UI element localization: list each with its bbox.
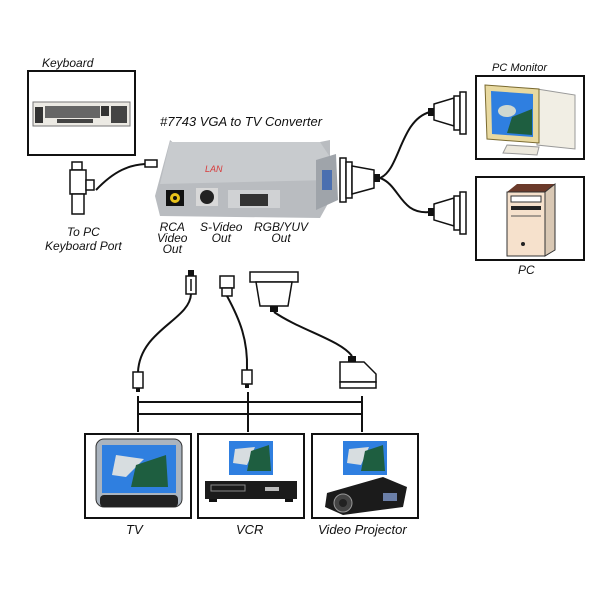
pc-tower-icon xyxy=(506,182,556,257)
pc-monitor-box xyxy=(475,75,585,160)
tv-icon xyxy=(95,438,183,508)
svideo-label-line1: S-Video xyxy=(200,220,243,234)
rgb-label-line2: Out xyxy=(271,231,291,245)
tv-label: TV xyxy=(126,522,143,537)
vga-to-tv-converter: LAN xyxy=(155,140,338,218)
svideo-out-label: S-Video Out xyxy=(200,220,243,245)
svideo-label-line2: Out xyxy=(211,231,231,245)
vcr-label: VCR xyxy=(236,522,264,537)
vga-input-connector xyxy=(339,157,380,203)
tv-box xyxy=(84,433,192,519)
keyboard-label: Keyboard xyxy=(42,56,94,70)
output-bus xyxy=(137,392,363,432)
converter-logo: LAN xyxy=(205,164,223,174)
keyboard-cable xyxy=(95,163,146,191)
svideo-cable xyxy=(219,275,253,388)
rgb-label-line1: RGB/YUV xyxy=(254,220,309,234)
pc-vga-connector xyxy=(428,191,467,235)
monitor-cable xyxy=(379,111,431,179)
rca-out-label: RCA Video Out xyxy=(157,220,188,256)
keyboard-icon xyxy=(32,101,131,127)
projector-icon xyxy=(325,441,407,515)
rca-label-line1: RCA xyxy=(159,220,185,234)
rca-cable xyxy=(132,270,197,392)
projector-label: Video Projector xyxy=(318,522,407,537)
rgb-out-label: RGB/YUV Out xyxy=(254,220,309,245)
pc-monitor-label: PC Monitor xyxy=(492,62,548,74)
keyboard-port-label-line1: To PC xyxy=(66,225,100,239)
rca-label-line3: Out xyxy=(162,242,182,256)
vcr-icon xyxy=(205,441,297,502)
projector-box xyxy=(311,433,419,519)
pc-monitor-icon xyxy=(484,84,576,156)
pc-label: PC xyxy=(518,263,535,277)
keyboard-port-label-line2: Keyboard Port xyxy=(45,239,122,253)
vcr-box xyxy=(197,433,305,519)
diagram-title: #7743 VGA to TV Converter xyxy=(160,114,323,129)
monitor-vga-connector xyxy=(428,91,467,135)
keyboard-y-adapter xyxy=(69,161,95,215)
keyboard-port-label: To PC Keyboard Port xyxy=(45,225,122,253)
keyboard-box xyxy=(27,70,136,156)
pc-cable xyxy=(379,177,431,214)
rgb-scart-cable xyxy=(249,271,377,389)
keyboard-plug-connector xyxy=(144,159,158,168)
rca-label-line2: Video xyxy=(157,231,188,245)
pc-box xyxy=(475,176,585,261)
